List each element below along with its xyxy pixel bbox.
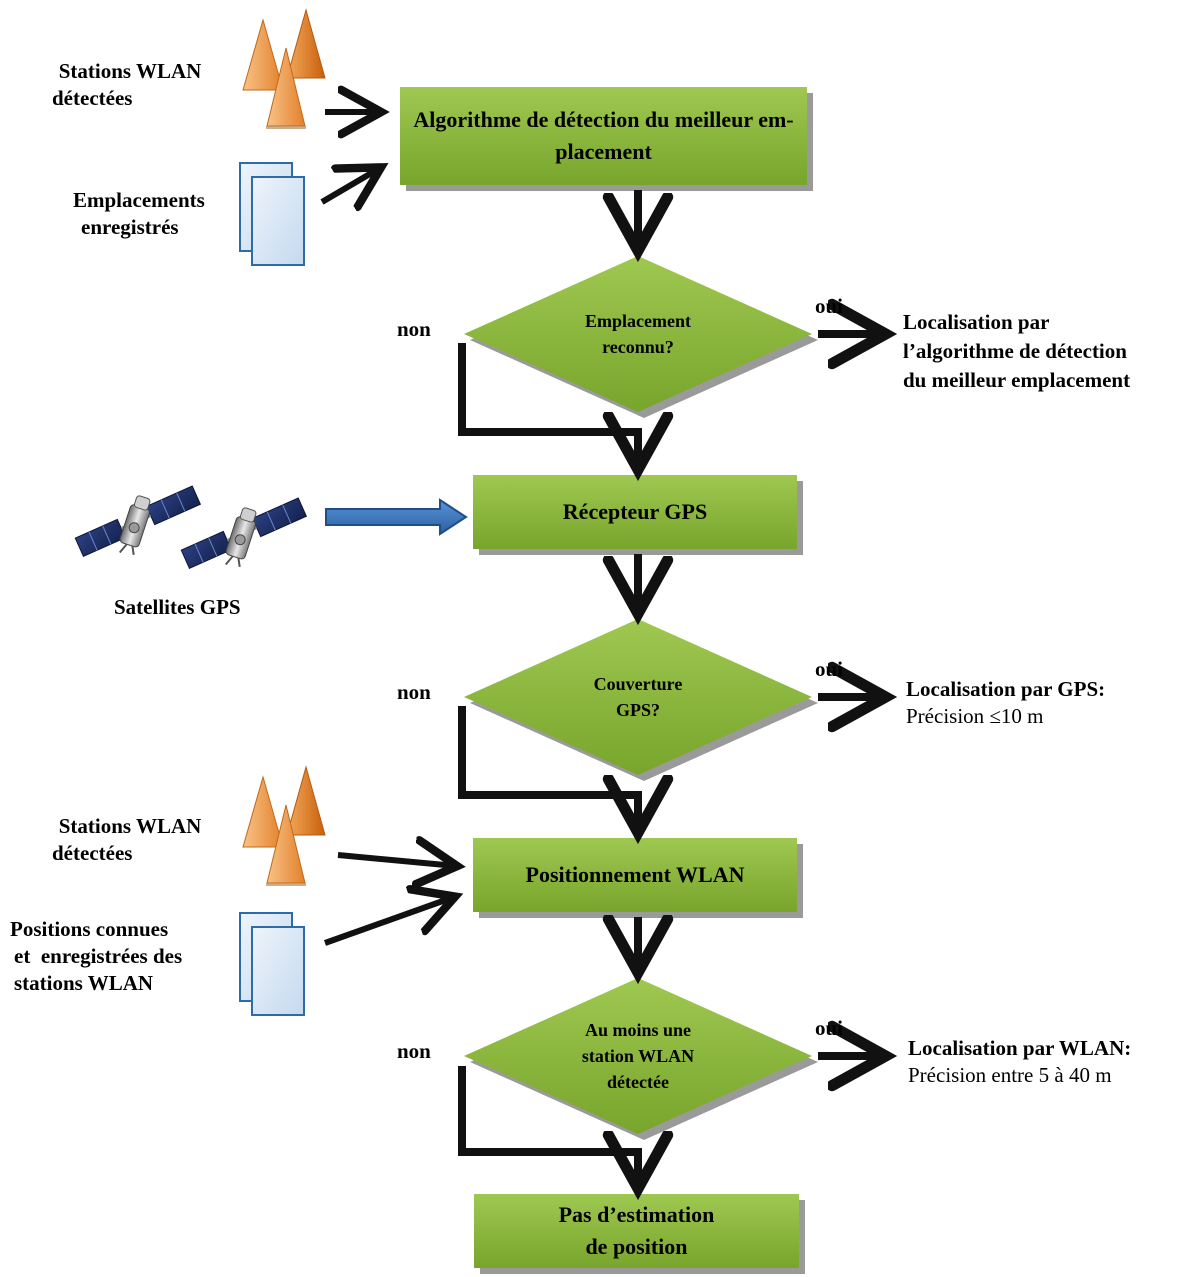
gps-coverage-diamond <box>464 619 812 775</box>
wlan-result: Localisation par WLAN: Précision entre 5… <box>908 1035 1193 1089</box>
gps-coverage-line-1: Couverture <box>593 674 683 694</box>
arrow-wlan-bottom-input <box>337 855 456 866</box>
best-location-result-line-2: l’algorithme de détection <box>903 339 1127 363</box>
wlan-detected-text: Au moins une station WLAN détectée <box>528 1008 748 1104</box>
arrow-saved-locations-input <box>320 168 380 202</box>
arrow-known-positions-input <box>323 897 454 946</box>
yes-label-1: oui <box>815 293 843 320</box>
no-label-2-text: non <box>397 680 431 704</box>
no-label-2: non <box>397 679 431 706</box>
no-label-1-text: non <box>397 317 431 341</box>
gps-satellites-label: Satellites GPS <box>114 594 314 621</box>
gps-satellites-line: Satellites GPS <box>114 595 241 619</box>
arrow-no-2 <box>458 706 638 831</box>
wlan-stations-bottom-label: Stations WLAN détectées <box>30 813 230 867</box>
wlan-detected-diamond <box>464 978 812 1134</box>
location-recognized-line-2: reconnu? <box>602 337 674 357</box>
known-positions-line-1: Positions connues <box>10 917 169 941</box>
gps-receiver-box <box>473 475 797 549</box>
wlan-stations-top-label: Stations WLAN détectées <box>30 58 230 112</box>
wlan-stations-top-line-2: détectées <box>52 86 133 110</box>
gps-result-precision: Précision ≤10 m <box>906 704 1044 728</box>
wlan-result-title: Localisation par WLAN: <box>908 1036 1132 1060</box>
block-arrow-icon <box>325 498 468 536</box>
wlan-positioning-box <box>473 838 797 912</box>
yes-label-1-text: oui <box>815 294 844 318</box>
best-location-box-text: Algorithme de détection du meilleur em- … <box>400 87 807 185</box>
yes-label-2-text: oui <box>815 657 844 681</box>
no-estimate-box-text: Pas d’estimation de position <box>474 1194 799 1268</box>
gps-result-title: Localisation par GPS: <box>906 677 1106 701</box>
no-estimate-line-2: de position <box>585 1234 688 1259</box>
saved-locations-line-2: enregistrés <box>81 215 179 239</box>
gps-receiver-box-text: Récepteur GPS <box>473 475 797 549</box>
no-label-3: non <box>397 1038 431 1065</box>
known-positions-label: Positions connues et enregistrées des st… <box>10 916 240 997</box>
wlan-positioning-label: Positionnement WLAN <box>525 862 745 887</box>
antenna-icon <box>242 9 326 130</box>
wlan-stations-top-line-1: Stations WLAN <box>58 59 202 83</box>
yes-label-3-text: oui <box>815 1016 844 1040</box>
wlan-positioning-box-text: Positionnement WLAN <box>473 838 797 912</box>
location-recognized-line-1: Emplacement <box>585 311 691 331</box>
wlan-detected-line-3: détectée <box>607 1072 669 1092</box>
saved-locations-line-1: Emplacements <box>73 188 205 212</box>
best-location-result-line-1: Localisation par <box>903 310 1050 334</box>
wlan-stations-bottom-line-2: détectées <box>52 841 133 865</box>
satellite-icon <box>73 484 202 559</box>
wlan-stations-bottom-line-1: Stations WLAN <box>58 814 202 838</box>
best-location-result-line-3: du meilleur emplacement <box>903 368 1131 392</box>
best-location-box-line-2: placement <box>555 139 652 164</box>
no-label-1: non <box>397 316 431 343</box>
wlan-result-precision: Précision entre 5 à 40 m <box>908 1063 1112 1087</box>
known-positions-line-3: stations WLAN <box>14 971 154 995</box>
saved-locations-label: Emplacements enregistrés <box>73 187 243 241</box>
location-recognized-text: Emplacement reconnu? <box>528 296 748 372</box>
no-estimate-box <box>474 1194 799 1268</box>
known-positions-line-2: et enregistrées des <box>14 944 183 968</box>
gps-receiver-label: Récepteur GPS <box>562 499 708 524</box>
wlan-detected-line-2: station WLAN <box>581 1046 695 1066</box>
satellite-icon <box>179 496 308 571</box>
arrow-no-3 <box>458 1066 638 1187</box>
gps-result: Localisation par GPS: Précision ≤10 m <box>906 676 1191 730</box>
no-label-3-text: non <box>397 1039 431 1063</box>
gps-coverage-text: Couverture GPS? <box>528 659 748 735</box>
best-location-box <box>400 87 807 185</box>
wlan-detected-line-1: Au moins une <box>584 1020 692 1040</box>
best-location-result: Localisation par l’algorithme de détecti… <box>903 308 1193 395</box>
gps-coverage-line-2: GPS? <box>615 700 660 720</box>
location-recognized-diamond <box>464 256 812 412</box>
yes-label-2: oui <box>815 656 843 683</box>
best-location-box-line-1: Algorithme de détection du meilleur em- <box>413 107 794 132</box>
antenna-icon <box>242 766 326 887</box>
document-stack-icon <box>239 162 305 266</box>
document-stack-icon <box>239 912 305 1016</box>
no-estimate-line-1: Pas d’estimation <box>558 1202 715 1227</box>
arrow-no-1 <box>458 343 638 468</box>
yes-label-3: oui <box>815 1015 843 1042</box>
